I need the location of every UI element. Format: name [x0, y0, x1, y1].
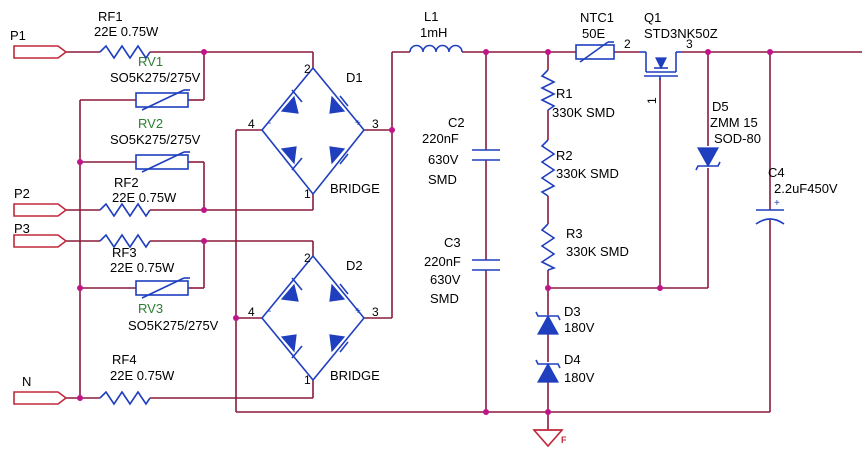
- svg-text:SMD: SMD: [430, 291, 459, 306]
- svg-text:SO5K275/275V: SO5K275/275V: [128, 318, 219, 333]
- svg-text:2: 2: [304, 251, 311, 265]
- svg-text:L1: L1: [424, 9, 438, 24]
- svg-text:50E: 50E: [582, 26, 605, 41]
- resistor-r2: R2 330K SMD: [540, 139, 619, 197]
- svg-text:+: +: [774, 198, 780, 209]
- svg-text:BRIDGE: BRIDGE: [330, 368, 380, 383]
- resistor-r1: R1 330K SMD: [540, 69, 615, 120]
- svg-text:NTC1: NTC1: [580, 10, 614, 25]
- varistor-rv2: RV2 SO5K275/275V: [110, 116, 201, 173]
- svg-text:RF2: RF2: [114, 175, 139, 190]
- svg-text:+: +: [355, 118, 361, 129]
- capacitor-c4: + C4 2.2uF450V: [755, 165, 838, 225]
- ground-symbol: F: [532, 429, 567, 448]
- svg-text:SO5K275/275V: SO5K275/275V: [110, 70, 201, 85]
- svg-text:630V: 630V: [430, 272, 461, 287]
- svg-text:330K SMD: 330K SMD: [566, 244, 629, 259]
- svg-text:C3: C3: [444, 235, 461, 250]
- svg-text:RV1: RV1: [138, 54, 163, 69]
- svg-text:4: 4: [248, 117, 255, 131]
- svg-text:P3: P3: [14, 221, 30, 236]
- mosfet-q1: Q1 STD3NK50Z 2 3 1: [624, 10, 718, 104]
- svg-text:1: 1: [304, 187, 311, 201]
- port-p3: P3: [13, 221, 68, 248]
- svg-text:P2: P2: [14, 186, 30, 201]
- svg-text:D3: D3: [564, 304, 581, 319]
- svg-text:22E 0.75W: 22E 0.75W: [110, 368, 175, 383]
- port-p2: P2: [13, 186, 68, 217]
- svg-text:R2: R2: [556, 148, 573, 163]
- junctions: [77, 49, 773, 415]
- svg-text:1mH: 1mH: [420, 25, 447, 40]
- svg-text:STD3NK50Z: STD3NK50Z: [644, 26, 718, 41]
- svg-text:R3: R3: [566, 226, 583, 241]
- diode-d3: D3 180V: [535, 304, 595, 335]
- svg-text:N: N: [22, 374, 31, 389]
- svg-text:22E 0.75W: 22E 0.75W: [112, 190, 177, 205]
- svg-text:F: F: [561, 435, 567, 445]
- svg-text:630V: 630V: [428, 152, 459, 167]
- svg-text:180V: 180V: [564, 320, 595, 335]
- svg-text:330K SMD: 330K SMD: [552, 105, 615, 120]
- svg-text:-: -: [268, 306, 271, 317]
- svg-text:3: 3: [372, 117, 379, 131]
- svg-text:22E 0.75W: 22E 0.75W: [94, 24, 159, 39]
- svg-text:P1: P1: [10, 28, 26, 43]
- svg-text:D4: D4: [564, 352, 581, 367]
- wires: [66, 51, 862, 430]
- svg-text:SO5K275/275V: SO5K275/275V: [110, 132, 201, 147]
- inductor-l1: L1 1mH: [409, 9, 463, 53]
- svg-text:220nF: 220nF: [422, 131, 459, 146]
- svg-text:+: +: [355, 306, 361, 317]
- svg-text:1: 1: [304, 373, 311, 387]
- resistor-rf4: RF4 22E 0.75W: [99, 352, 175, 406]
- port-n: N: [13, 374, 68, 405]
- thermistor-ntc1: NTC1 50E: [575, 10, 615, 63]
- svg-text:D2: D2: [346, 258, 363, 273]
- svg-text:2: 2: [304, 62, 311, 76]
- resistor-rf3: RF3 22E 0.75W: [99, 233, 175, 275]
- svg-text:C2: C2: [448, 115, 465, 130]
- svg-text:SMD: SMD: [428, 172, 457, 187]
- svg-text:BRIDGE: BRIDGE: [330, 181, 380, 196]
- svg-text:RV2: RV2: [138, 116, 163, 131]
- resistor-rf1: RF1 22E 0.75W: [94, 9, 159, 60]
- svg-text:3: 3: [372, 305, 379, 319]
- varistor-rv3: RV3 SO5K275/275V: [128, 277, 219, 333]
- svg-text:ZMM 15: ZMM 15: [710, 115, 758, 130]
- varistor-rv1: RV1 SO5K275/275V: [110, 54, 201, 111]
- svg-text:RV3: RV3: [138, 301, 163, 316]
- svg-text:C4: C4: [768, 165, 785, 180]
- svg-text:220nF: 220nF: [424, 254, 461, 269]
- svg-text:Q1: Q1: [644, 10, 661, 25]
- svg-text:3: 3: [686, 37, 693, 51]
- svg-text:D5: D5: [712, 99, 729, 114]
- svg-text:330K SMD: 330K SMD: [556, 166, 619, 181]
- port-p1: P1: [10, 28, 68, 59]
- resistor-rf2: RF2 22E 0.75W: [99, 175, 177, 218]
- svg-text:22E 0.75W: 22E 0.75W: [110, 260, 175, 275]
- svg-text:1: 1: [645, 97, 659, 104]
- bridge-d1: 2 4 3 1 - + D1 BRIDGE: [248, 62, 380, 201]
- svg-text:D1: D1: [346, 70, 363, 85]
- diode-d4: D4 180V: [535, 352, 595, 385]
- svg-text:RF1: RF1: [98, 9, 123, 24]
- zener-d5: D5 ZMM 15 SOD-80: [695, 99, 761, 171]
- svg-text:RF3: RF3: [112, 245, 137, 260]
- svg-text:4: 4: [248, 305, 255, 319]
- svg-text:2: 2: [624, 37, 631, 51]
- svg-text:2.2uF450V: 2.2uF450V: [774, 181, 838, 196]
- capacitor-c2: C2 220nF 630V SMD: [422, 115, 500, 187]
- svg-text:-: -: [268, 118, 271, 129]
- svg-text:180V: 180V: [564, 370, 595, 385]
- capacitor-c3: C3 220nF 630V SMD: [424, 235, 500, 306]
- svg-text:R1: R1: [556, 86, 573, 101]
- bridge-d2: 2 4 3 1 - + D2 BRIDGE: [248, 251, 380, 387]
- resistor-r3: R3 330K SMD: [540, 223, 629, 271]
- svg-text:SOD-80: SOD-80: [714, 131, 761, 146]
- svg-text:RF4: RF4: [112, 352, 137, 367]
